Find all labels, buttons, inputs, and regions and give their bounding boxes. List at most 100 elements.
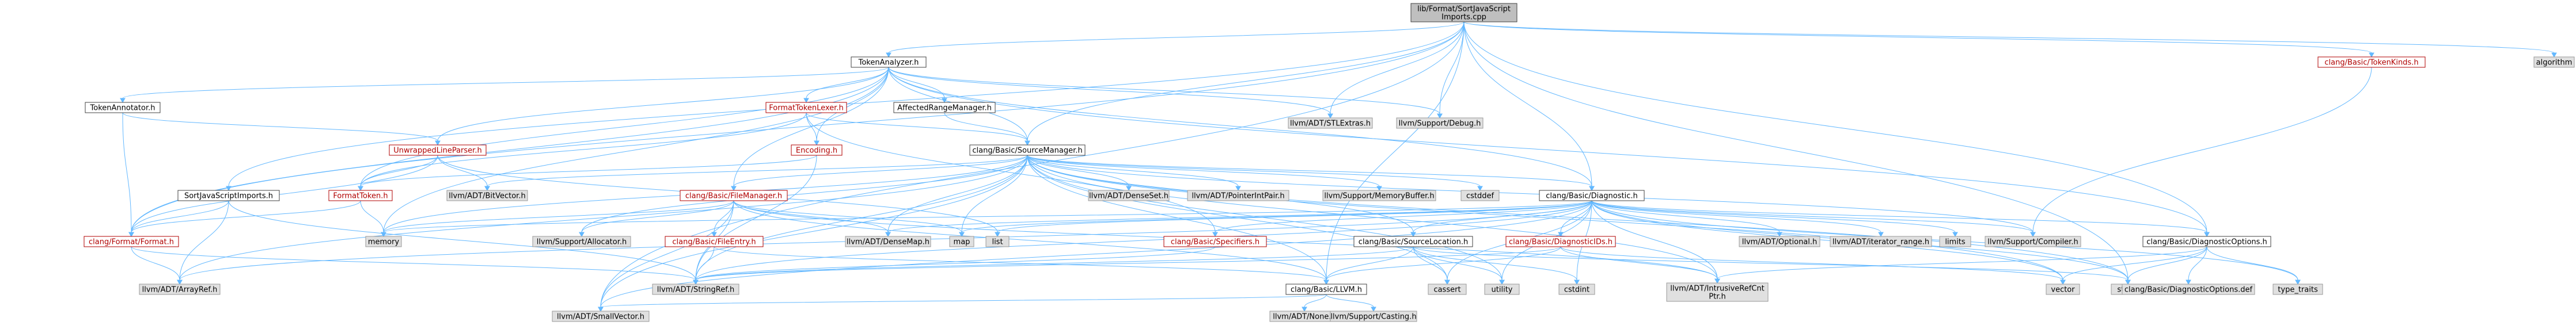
edge-arrowhead — [358, 186, 363, 192]
edge-line — [581, 155, 1028, 233]
node-diagnostic[interactable]: clang/Basic/Diagnostic.h — [1539, 190, 1645, 201]
edge-line — [1027, 155, 1380, 187]
node-label: TokenAnnotator.h — [90, 104, 155, 113]
edge-arrowhead — [1025, 140, 1030, 146]
node-label: clang/Basic/DiagnosticIDs.h — [1509, 238, 1613, 247]
node-label: clang/Format/Format.h — [89, 238, 174, 247]
node-box — [365, 236, 402, 247]
node-box — [2046, 284, 2080, 295]
edge-line — [1326, 21, 1465, 281]
node-encoding[interactable]: Encoding.h — [791, 144, 843, 156]
edge-diagoptions-to-vector — [2060, 246, 2207, 285]
edge-line — [1027, 155, 2034, 233]
node-tokenanalyzer[interactable]: TokenAnalyzer.h — [851, 56, 927, 68]
edge-formattoken-to-memory — [360, 200, 386, 238]
node-tokenannotator[interactable]: TokenAnnotator.h — [85, 102, 161, 113]
node-affectedrange[interactable]: AffectedRangeManager.h — [893, 102, 996, 113]
edge-line — [1326, 246, 1414, 281]
node-filemanager[interactable]: clang/Basic/FileManager.h — [680, 190, 788, 201]
edge-arrowhead — [2125, 280, 2131, 285]
nodes-layer: lib/Format/SortJavaScriptImports.cppToke… — [84, 3, 2575, 322]
edge-arrowhead — [1952, 232, 1958, 238]
edge-line — [1463, 21, 1592, 187]
edge-arrowhead — [2369, 52, 2374, 58]
edge-arrowhead — [1477, 186, 1483, 192]
node-formattokenlexer[interactable]: FormatTokenLexer.h — [765, 102, 847, 113]
edge-line — [2062, 246, 2207, 281]
edge-arrowhead — [484, 186, 490, 192]
edge-arrowhead — [995, 232, 1000, 238]
node-specifiers[interactable]: clang/Basic/Specifiers.h — [1163, 236, 1267, 247]
edge-arrowhead — [886, 52, 891, 58]
edge-line — [2032, 67, 2372, 233]
node-unwrapped[interactable]: UnwrappedLineParser.h — [389, 144, 487, 156]
node-label: llvm/Support/Compiler.h — [1987, 238, 2078, 247]
node-sourcemanager[interactable]: clang/Basic/SourceManager.h — [969, 144, 1086, 156]
node-formatformat[interactable]: clang/Format/Format.h — [84, 236, 179, 247]
edge-line — [1560, 200, 1592, 233]
edge-line — [961, 155, 1028, 233]
node-sortjsimports[interactable]: SortJavaScriptImports.h — [177, 190, 280, 201]
edge-root-to-tokenanalyzer — [886, 21, 1465, 58]
edge-arrowhead — [1212, 232, 1218, 238]
edge-specifiers-to-stringref — [693, 246, 1216, 285]
edge-diagnostic-to-limits — [1591, 200, 1958, 238]
node-box — [2273, 284, 2323, 295]
node-formattoken[interactable]: FormatToken.h — [328, 190, 393, 201]
node-label: llvm/ADT/SmallVector.h — [557, 313, 644, 321]
node-box — [177, 190, 280, 201]
node-box — [665, 236, 764, 247]
node-label: llvm/Support/Debug.h — [1399, 120, 1481, 128]
edge-line — [888, 21, 1465, 53]
node-box — [1985, 236, 2081, 247]
node-label: llvm/ADT/DenseSet.h — [1089, 192, 1169, 201]
node-stringref: llvm/ADT/StringRef.h — [652, 284, 739, 295]
edge-line — [1591, 200, 1718, 280]
node-box — [1288, 117, 1373, 129]
node-box — [1505, 236, 1616, 247]
node-box — [85, 102, 161, 113]
node-label: clang/Basic/Specifiers.h — [1171, 238, 1259, 247]
edge-arrowhead — [693, 280, 699, 285]
edge-line — [1027, 155, 2129, 281]
edge-line — [888, 67, 945, 99]
node-diagoptions[interactable]: clang/Basic/DiagnosticOptions.h — [2142, 236, 2271, 247]
node-box — [2122, 284, 2255, 295]
edge-line — [1027, 21, 1465, 141]
node-fileentry[interactable]: clang/Basic/FileEntry.h — [665, 236, 764, 247]
node-basicllvm[interactable]: clang/Basic/LLVM.h — [1285, 284, 1367, 295]
edge-line — [887, 155, 1028, 233]
node-label: llvm/ADT/BitVector.h — [449, 192, 525, 201]
node-box — [949, 236, 974, 247]
edge-line — [122, 112, 438, 141]
node-label: llvm/ADT/StringRef.h — [657, 286, 734, 294]
edge-line — [1560, 246, 1718, 280]
node-diagnosticids[interactable]: clang/Basic/DiagnosticIDs.h — [1505, 236, 1616, 247]
edge-line — [733, 200, 1327, 281]
edge-line — [1215, 200, 1592, 233]
edge-sourcemanager-to-cassert — [1027, 155, 1450, 285]
edge-tokenkinds-to-supportcompiler — [2030, 67, 2372, 238]
node-label: FormatToken.h — [333, 192, 388, 201]
edge-sourcemanager-to-diagnostic — [1027, 155, 1595, 192]
node-label: clang/Basic/Diagnostic.h — [1546, 192, 1637, 201]
node-box — [1830, 236, 1932, 247]
node-tokenkinds[interactable]: clang/Basic/TokenKinds.h — [2317, 56, 2426, 68]
edge-diagnostic-to-memory — [381, 200, 1592, 238]
edge-line — [1591, 200, 2207, 233]
node-iteratorrange: llvm/ADT/iterator_range.h — [1830, 236, 1932, 247]
edge-arrowhead — [731, 186, 737, 192]
node-label: cassert — [1433, 286, 1460, 294]
node-label: llvm/ADT/DenseMap.h — [847, 238, 930, 247]
node-sourcelocation[interactable]: clang/Basic/SourceLocation.h — [1353, 236, 1473, 247]
edge-sourcemanager-to-allocator — [579, 155, 1028, 238]
node-label: llvm/ADT/ArrayRef.h — [142, 286, 218, 294]
edge-formatformat-to-stringref — [131, 246, 699, 285]
edge-diagnosticids-to-basicllvm — [1323, 246, 1561, 285]
edge-basicllvm-to-smallvector — [598, 294, 1327, 312]
node-bitvector: llvm/ADT/BitVector.h — [446, 190, 528, 201]
edge-basicllvm-to-adtnone — [1302, 294, 1327, 312]
edge-line — [487, 155, 1028, 187]
node-label: clang/Basic/FileManager.h — [685, 192, 782, 201]
edge-sourcemanager-to-densemap — [885, 155, 1028, 238]
